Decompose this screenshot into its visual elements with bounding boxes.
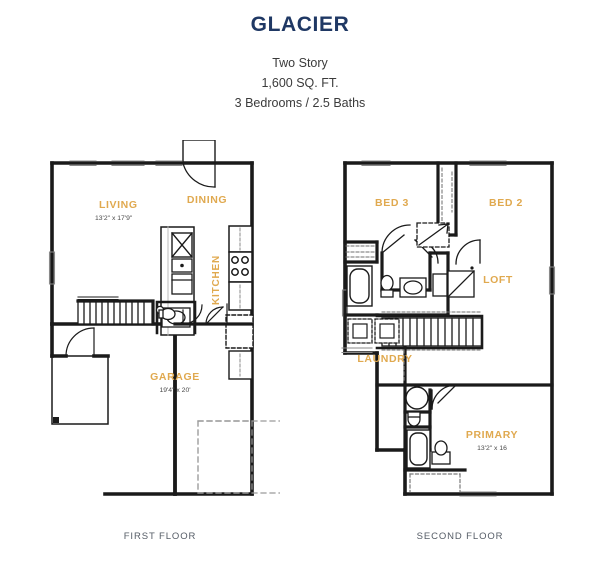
room-dimensions-primary: 13'2" x 16 <box>477 445 507 452</box>
hall-door-swing-left <box>381 224 411 254</box>
first-floor-labels: LIVING 13'2" x 17'9" DINING KITCHEN GARA… <box>95 194 227 394</box>
side-door-swing <box>65 327 95 357</box>
primary-door-swing <box>431 384 457 410</box>
windows-second <box>341 160 556 497</box>
room-label-dining: DINING <box>187 194 227 206</box>
right-cabinets <box>228 225 253 311</box>
room-label-bed-3: BED 3 <box>375 197 409 209</box>
stair-nosing <box>381 311 483 351</box>
bedroom-closet-rods <box>441 167 453 233</box>
first-floor-caption: FIRST FLOOR <box>123 531 197 542</box>
second-floor-caption: SECOND FLOOR <box>416 531 504 542</box>
plan-bed-bath: 3 Bedrooms / 2.5 Baths <box>234 95 366 110</box>
room-dimensions-garage: 19'4" x 20' <box>159 387 190 394</box>
laundry-wall <box>375 346 407 387</box>
primary-toilet-icon <box>407 411 421 427</box>
plan-stories: Two Story <box>272 56 328 71</box>
dryer-icon <box>374 318 400 344</box>
first-floor-plan: LIVING 13'2" x 17'9" DINING KITCHEN GARA… <box>48 140 280 496</box>
primary-tub-icon <box>406 429 431 469</box>
plan-sqft: 1,600 SQ. FT. <box>261 75 339 90</box>
pantry-cabinet <box>228 350 253 380</box>
windows <box>48 160 183 285</box>
attic-arrow <box>418 223 449 246</box>
room-label-living: LIVING <box>99 199 138 211</box>
plan-header: GLACIER Two Story 1,600 SQ. FT. 3 Bedroo… <box>0 0 600 113</box>
furnace-water-heater <box>432 266 475 298</box>
front-door-swing <box>182 162 216 188</box>
hall-sink-icon <box>399 277 427 298</box>
exterior-walls-second <box>343 161 554 496</box>
primary-sink-icon <box>405 386 429 410</box>
room-label-primary: PRIMARY <box>466 429 518 441</box>
oven-icon <box>171 273 193 295</box>
room-label-bed-2: BED 2 <box>489 197 523 209</box>
bed2-door-swing <box>455 239 481 265</box>
microwave-icon <box>171 258 193 273</box>
room-dimensions-living: 13'2" x 17'9" <box>95 215 133 222</box>
room-label-garage: GARAGE <box>150 371 200 383</box>
toilet-icon <box>158 307 176 321</box>
refrigerator-icon <box>225 314 254 349</box>
room-label-laundry: LAUNDRY <box>357 353 412 365</box>
plan-summary: Two Story 1,600 SQ. FT. 3 Bedrooms / 2.5… <box>0 54 600 113</box>
side-stoop <box>51 355 109 425</box>
front-porch <box>182 140 216 164</box>
washer-inner <box>352 323 368 339</box>
dryer-inner <box>379 323 395 339</box>
primary-vanity-icon <box>431 440 451 465</box>
cooktop-icon <box>171 232 193 258</box>
side-entry-wall <box>50 322 110 358</box>
linen-closet <box>345 245 375 258</box>
primary-closet-rods <box>409 473 461 493</box>
garage-door-outline <box>197 420 280 494</box>
exterior-walls <box>50 161 254 496</box>
hall-toilet-icon <box>380 274 394 298</box>
bathtub-icon <box>346 265 373 307</box>
room-label-loft: LOFT <box>483 274 513 286</box>
stair-rail-second <box>375 314 484 350</box>
room-label-kitchen: KITCHEN <box>211 255 222 305</box>
second-floor-labels: BED 3 BED 2 LOFT LAUNDRY PRIMARY 13'2" x… <box>357 197 523 452</box>
garage-door-dashed <box>197 420 253 494</box>
second-floor-plan: BED 3 BED 2 LOFT LAUNDRY PRIMARY 13'2" x… <box>341 160 556 497</box>
page-title: GLACIER <box>250 13 350 36</box>
